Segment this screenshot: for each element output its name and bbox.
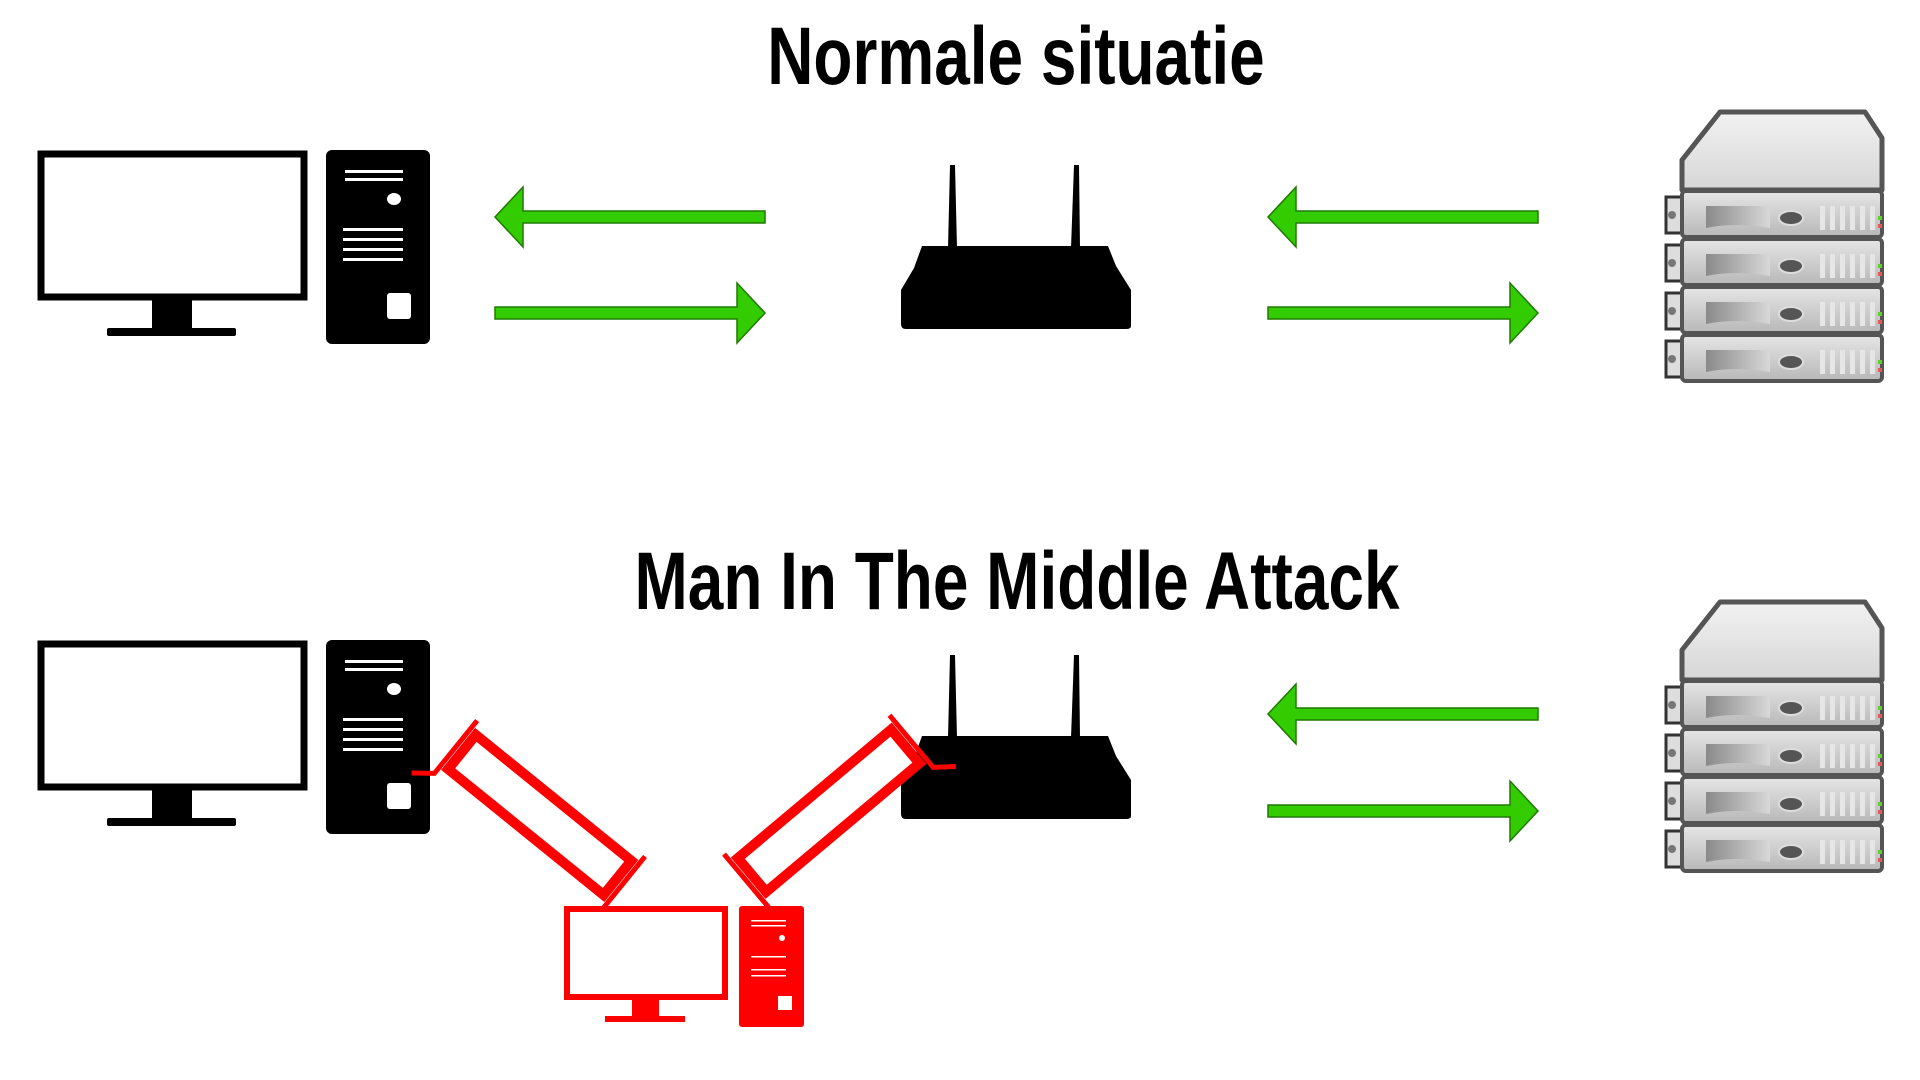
green-arrow-icon (494, 282, 766, 344)
attack-scenario (41, 602, 1882, 1027)
green-arrow-icon (494, 186, 766, 248)
green-arrow-icon (1267, 780, 1539, 842)
victim-computer-icon (41, 640, 430, 834)
title-mitm-attack: Man In The Middle Attack (634, 534, 1399, 627)
server-rack-icon (1666, 112, 1882, 381)
attacker-computer-icon (564, 906, 804, 1027)
server-rack-icon (1666, 602, 1882, 871)
green-arrow-icon (1267, 282, 1539, 344)
normal-scenario (41, 112, 1882, 381)
green-arrow-icon (1267, 683, 1539, 745)
title-normal-situation: Normale situatie (767, 9, 1265, 102)
router-icon (901, 165, 1131, 329)
green-arrow-icon (1267, 186, 1539, 248)
red-arrow-icon (412, 709, 659, 931)
client-computer-icon (41, 150, 430, 344)
router-icon (901, 655, 1131, 819)
